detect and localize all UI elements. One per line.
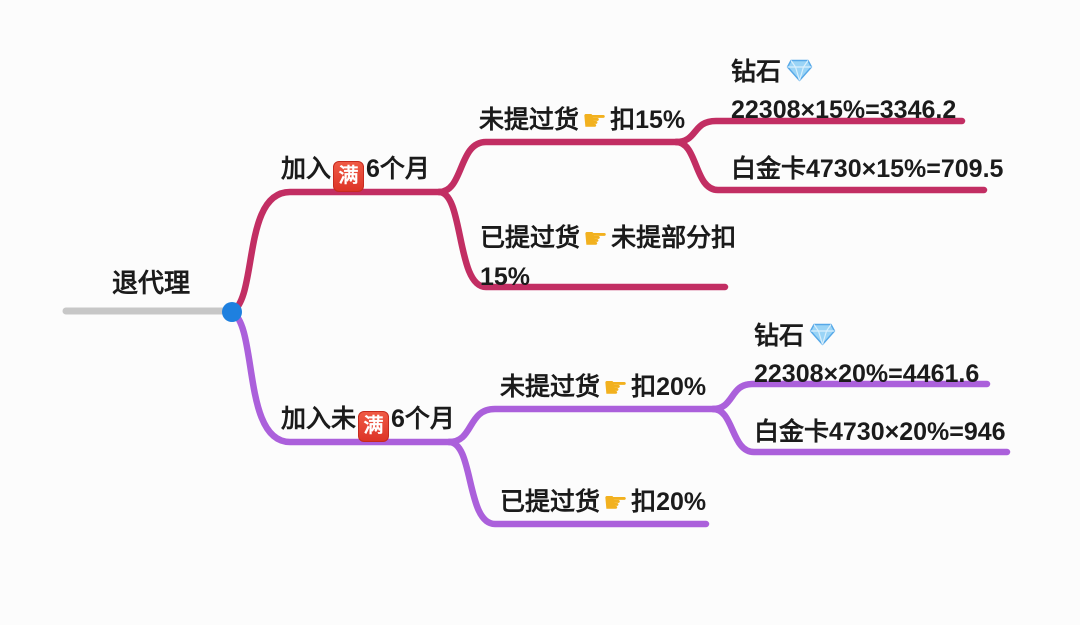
node-label-text: 未提部分扣 [611, 224, 737, 252]
node-root[interactable]: 退代理 [112, 268, 190, 299]
root-collapse-dot[interactable] [222, 302, 242, 322]
node-label-text: 钻石 [731, 58, 782, 86]
node-label-text: 钻石 [754, 322, 805, 350]
connector-root-to-joined-over-6-months [228, 188, 445, 316]
node-label-text: 22308×20%=4461.6 [754, 360, 980, 388]
diamond-icon [809, 323, 836, 353]
node-label-text: 6个月 [391, 405, 455, 433]
pointing-finger-icon: ☛ [603, 371, 629, 404]
node-label-text: 22308×15%=3346.2 [731, 96, 957, 124]
node-label-text: 15% [480, 262, 531, 291]
node-platinum-20[interactable]: 白金卡4730×20%=946 [754, 417, 1006, 447]
node-label-text: 白金卡4730×20%=946 [754, 418, 1006, 446]
diamond-icon [786, 59, 813, 89]
connector-to-no-pickup-15 [435, 138, 682, 196]
node-label-text: 扣20% [631, 488, 707, 516]
pointing-finger-icon: ☛ [603, 486, 629, 519]
connector-to-platinum-20 [709, 405, 1011, 456]
node-label-text: 扣15% [610, 106, 686, 134]
node-diamond-20[interactable]: 钻石 22308×20%=4461.6 [754, 321, 979, 389]
pointing-finger-icon: ☛ [583, 222, 609, 255]
full-badge-icon: 满 [358, 411, 390, 442]
node-label-text: 加入 [281, 155, 332, 183]
node-label-text: 未提过货 [479, 106, 580, 134]
node-label-text: 白金卡4730×15%=709.5 [731, 155, 1004, 183]
node-label-text: 扣20% [631, 373, 707, 401]
connector-to-picked-up-15 [435, 188, 729, 291]
connector-to-platinum-15 [672, 138, 988, 194]
node-label-text: 已提过货 [500, 488, 601, 516]
root-label: 退代理 [112, 268, 191, 298]
full-badge-icon: 满 [333, 161, 365, 192]
node-picked-up-20[interactable]: 已提过货☛扣20% [500, 486, 706, 520]
node-no-pickup-20[interactable]: 未提过货☛扣20% [500, 371, 706, 405]
connector-root-to-joined-under-6-months [228, 308, 455, 446]
connector-to-picked-up-20 [445, 438, 710, 528]
node-diamond-15[interactable]: 钻石 22308×15%=3346.2 [731, 57, 956, 125]
node-platinum-15[interactable]: 白金卡4730×15%=709.5 [731, 154, 1003, 184]
node-label-text: 加入未 [281, 405, 357, 433]
node-label-text: 已提过货 [480, 224, 581, 252]
pointing-finger-icon: ☛ [582, 104, 608, 137]
node-picked-up-15[interactable]: 已提过货☛未提部分扣 15% [480, 222, 736, 292]
node-label-text: 6个月 [366, 155, 430, 183]
node-no-pickup-15[interactable]: 未提过货☛扣15% [479, 104, 685, 138]
node-label-text: 未提过货 [500, 373, 601, 401]
connector-to-no-pickup-20 [445, 405, 719, 446]
